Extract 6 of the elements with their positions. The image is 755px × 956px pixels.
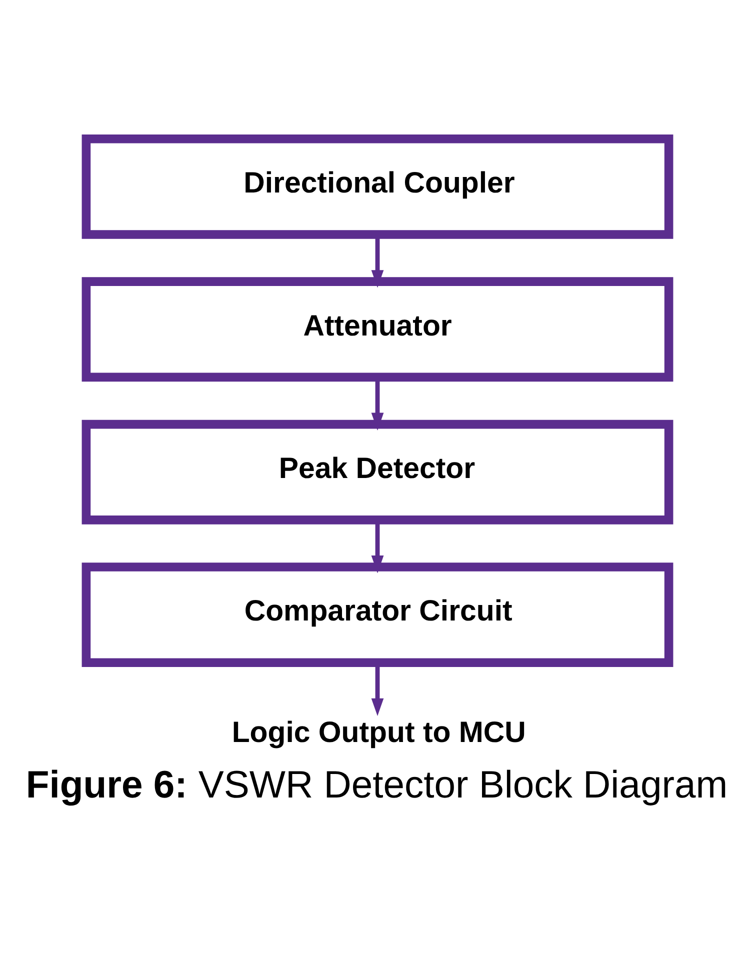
node-box: Peak Detector [82, 420, 674, 524]
node-box: Comparator Circuit [82, 562, 674, 668]
node-box: Directional Coupler [82, 134, 674, 239]
node-box: Attenuator [82, 277, 674, 382]
caption: Figure 6: VSWR Detector Block Diagram [26, 764, 728, 807]
node-text: Logic Output to MCU [232, 716, 526, 750]
